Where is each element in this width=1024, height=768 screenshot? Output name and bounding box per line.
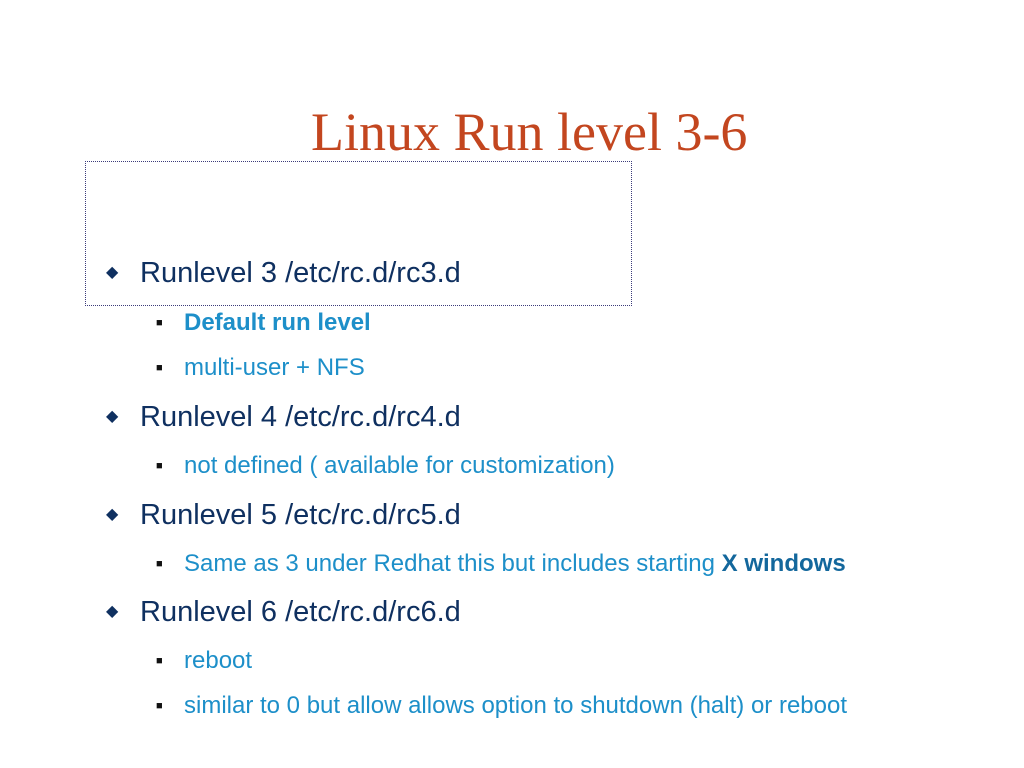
- bullet-text: Runlevel 3 /etc/rc.d/rc3.d: [140, 257, 461, 289]
- subbullet-text: Same as 3 under Redhat this but includes…: [184, 550, 715, 577]
- diamond-bullet-icon: ◆: [106, 603, 119, 620]
- subbullet-same-as-3: ■ Same as 3 under Redhat this but include…: [156, 549, 846, 579]
- subbullet-multi-user-nfs: ■ multi-user + NFS: [156, 353, 365, 383]
- subbullet-text: similar to 0 but allow allows option to …: [184, 692, 847, 719]
- square-bullet-icon: ■: [156, 460, 163, 472]
- x-windows-emphasis: X windows: [721, 550, 846, 577]
- subbullet-text: reboot: [184, 647, 253, 674]
- diamond-bullet-icon: ◆: [106, 408, 119, 425]
- subbullet-text: not defined ( available for customizatio…: [184, 452, 615, 479]
- square-bullet-icon: ■: [156, 558, 163, 570]
- slide-title: Linux Run level 3-6: [311, 102, 748, 162]
- bullet-runlevel-4: ◆ Runlevel 4 /etc/rc.d/rc4.d: [106, 400, 461, 434]
- subbullet-reboot: ■ reboot: [156, 646, 252, 676]
- bullet-text: Runlevel 4 /etc/rc.d/rc4.d: [140, 401, 461, 433]
- bullet-runlevel-3: ◆ Runlevel 3 /etc/rc.d/rc3.d: [106, 256, 461, 290]
- bullet-runlevel-6: ◆ Runlevel 6 /etc/rc.d/rc6.d: [106, 595, 461, 629]
- subbullet-text: Default run level: [184, 309, 371, 336]
- square-bullet-icon: ■: [156, 700, 163, 712]
- bullet-text: Runlevel 5 /etc/rc.d/rc5.d: [140, 499, 461, 531]
- subbullet-default-run-level: ■ Default run level: [156, 308, 371, 338]
- square-bullet-icon: ■: [156, 362, 163, 374]
- subbullet-similar-to-0: ■ similar to 0 but allow allows option to…: [156, 691, 847, 721]
- subbullet-not-defined: ■ not defined ( available for customizati…: [156, 451, 615, 481]
- bullet-text: Runlevel 6 /etc/rc.d/rc6.d: [140, 596, 461, 628]
- square-bullet-icon: ■: [156, 655, 163, 667]
- subbullet-text: multi-user + NFS: [184, 354, 365, 381]
- square-bullet-icon: ■: [156, 317, 163, 329]
- selection-placeholder-box[interactable]: [85, 161, 632, 306]
- diamond-bullet-icon: ◆: [106, 264, 119, 281]
- bullet-runlevel-5: ◆ Runlevel 5 /etc/rc.d/rc5.d: [106, 498, 461, 532]
- diamond-bullet-icon: ◆: [106, 506, 119, 523]
